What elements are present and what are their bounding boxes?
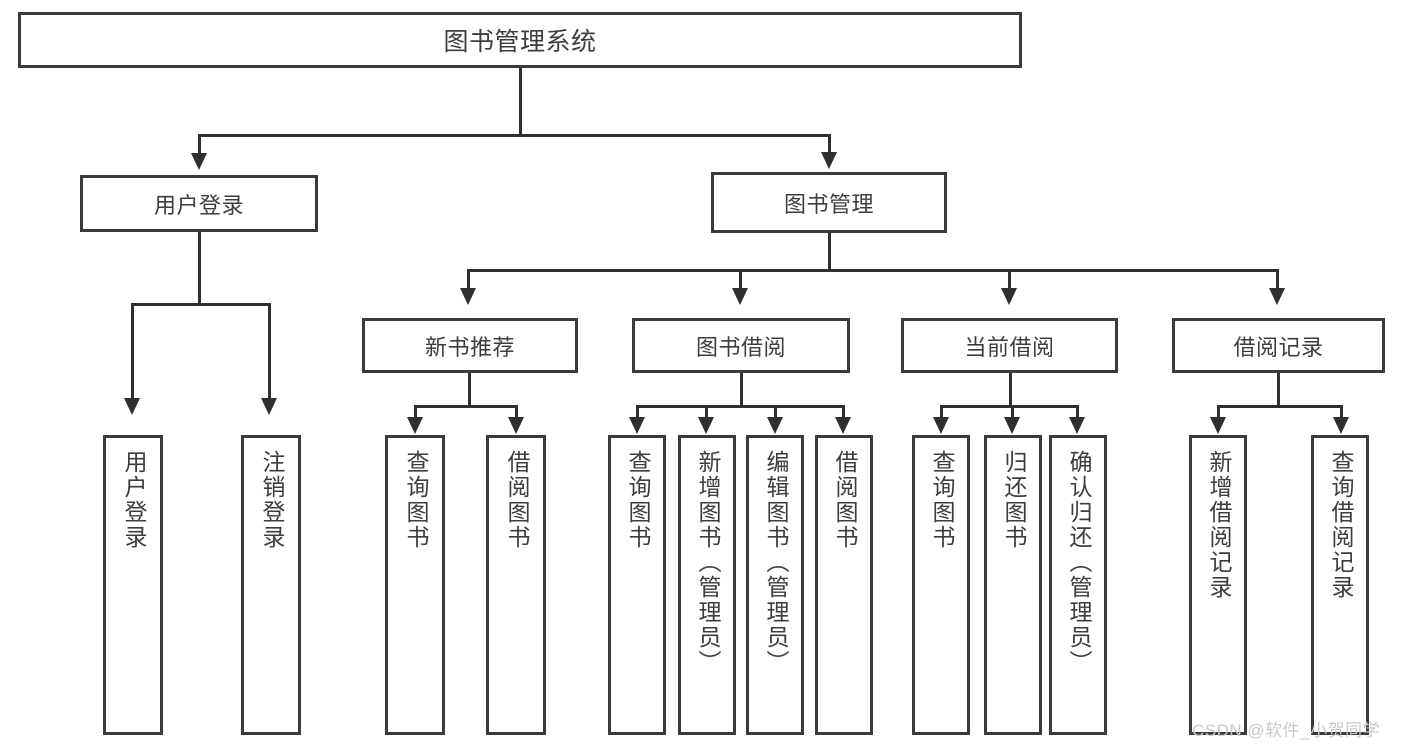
connector-borrow-record-trunk (1277, 373, 1280, 407)
arrow-br-to-leaf-1 (1333, 417, 1349, 434)
connector-user-login-bus (131, 303, 270, 306)
node-label: 查询图书 (402, 450, 429, 550)
connector-current-borrow-trunk (1009, 373, 1012, 407)
node-leaf-return-book[interactable]: 归还图书 (984, 435, 1042, 735)
connector-cb-to-leaf-0 (940, 405, 943, 420)
connector-nbr-to-leaf-1 (515, 405, 518, 420)
connector-cb-to-leaf-2 (1076, 405, 1079, 420)
node-leaf-query-book-cb[interactable]: 查询图书 (912, 435, 970, 735)
node-label: 新增借阅记录 (1205, 450, 1232, 600)
connector-book-borrow-trunk (740, 373, 743, 407)
node-label: 借阅图书 (503, 450, 530, 550)
node-label: 用户登录 (153, 192, 244, 218)
arrow-bb-to-leaf-0 (629, 417, 645, 434)
node-book-management[interactable]: 图书管理 (711, 172, 947, 233)
connector-bb-to-leaf-3 (842, 405, 845, 420)
node-leaf-edit-book-admin[interactable]: 编辑图书（管理员） (746, 435, 804, 735)
connector-level2-bus (467, 269, 1279, 272)
node-book-borrow[interactable]: 图书借阅 (632, 318, 850, 373)
connector-new-book-recommend-trunk (468, 373, 471, 407)
node-leaf-user-login[interactable]: 用户登录 (103, 435, 163, 735)
arrow-bus-to-current-borrow (1001, 288, 1017, 305)
node-label: 图书管理系统 (443, 28, 597, 56)
node-root-book-management-system[interactable]: 图书管理系统 (18, 12, 1022, 68)
node-label: 当前借阅 (964, 334, 1055, 360)
node-label: 编辑图书（管理员） (762, 450, 789, 675)
arrow-bus-to-borrow-record (1269, 288, 1285, 305)
connector-bus-to-borrow-record (1276, 269, 1279, 291)
connector-br-to-leaf-0 (1217, 405, 1220, 420)
node-leaf-confirm-return-admin[interactable]: 确认归还（管理员） (1049, 435, 1107, 735)
connector-root-to-book-management (828, 134, 831, 156)
connector-bus-to-new-book-recommend (467, 269, 470, 291)
connector-user-login-to-leaf-1 (268, 303, 271, 401)
arrow-nbr-to-leaf-0 (407, 417, 423, 434)
node-label: 借阅记录 (1233, 334, 1324, 360)
connector-user-login-to-leaf-0 (131, 303, 134, 401)
arrow-cb-to-leaf-2 (1069, 417, 1085, 434)
arrow-user-login-to-leaf-0 (124, 398, 140, 415)
node-label: 查询借阅记录 (1327, 450, 1354, 600)
node-leaf-add-book-admin[interactable]: 新增图书（管理员） (678, 435, 736, 735)
node-current-borrow[interactable]: 当前借阅 (901, 318, 1118, 373)
connector-root-bus (198, 134, 831, 137)
node-label: 新书推荐 (424, 334, 515, 360)
connector-book-borrow-bus (636, 405, 844, 408)
node-leaf-borrow-book-bb[interactable]: 借阅图书 (815, 435, 873, 735)
connector-borrow-record-bus (1217, 405, 1343, 408)
node-label: 查询图书 (928, 450, 955, 550)
arrow-nbr-to-leaf-1 (508, 417, 524, 434)
connector-book-management-trunk (828, 233, 831, 271)
connector-bb-to-leaf-2 (774, 405, 777, 420)
node-label: 注销登录 (258, 450, 285, 550)
connector-nbr-to-leaf-0 (414, 405, 417, 420)
connector-current-borrow-bus (940, 405, 1078, 408)
node-leaf-borrow-book-nbr[interactable]: 借阅图书 (486, 435, 546, 735)
node-label: 新增图书（管理员） (694, 450, 721, 675)
node-leaf-query-book-bb[interactable]: 查询图书 (608, 435, 666, 735)
node-leaf-query-book-nbr[interactable]: 查询图书 (385, 435, 445, 735)
node-leaf-query-borrow-record[interactable]: 查询借阅记录 (1311, 435, 1369, 735)
arrow-cb-to-leaf-1 (1004, 417, 1020, 434)
arrow-bb-to-leaf-1 (698, 417, 714, 434)
node-user-login[interactable]: 用户登录 (80, 175, 318, 232)
arrow-bb-to-leaf-3 (835, 417, 851, 434)
arrow-cb-to-leaf-0 (933, 417, 949, 434)
node-label: 用户登录 (120, 450, 147, 550)
arrow-root-to-user-login (191, 153, 207, 170)
arrow-user-login-to-leaf-1 (261, 398, 277, 415)
arrow-br-to-leaf-0 (1210, 417, 1226, 434)
node-leaf-logout[interactable]: 注销登录 (241, 435, 301, 735)
node-label: 借阅图书 (831, 450, 858, 550)
connector-br-to-leaf-1 (1340, 405, 1343, 420)
connector-bb-to-leaf-0 (636, 405, 639, 420)
arrow-bb-to-leaf-2 (767, 417, 783, 434)
arrow-bus-to-book-borrow (732, 288, 748, 305)
csdn-watermark: CSDN @软件_小贺同学 (1192, 721, 1381, 740)
node-label: 确认归还（管理员） (1065, 450, 1092, 675)
node-borrow-record[interactable]: 借阅记录 (1172, 318, 1385, 373)
node-leaf-add-borrow-record[interactable]: 新增借阅记录 (1189, 435, 1247, 735)
connector-new-book-recommend-bus (414, 405, 518, 408)
node-label: 查询图书 (624, 450, 651, 550)
connector-user-login-trunk (198, 232, 201, 305)
connector-bus-to-book-borrow (739, 269, 742, 291)
arrow-root-to-book-management (821, 152, 837, 169)
connector-root-trunk (519, 68, 522, 136)
node-label: 图书借阅 (695, 334, 786, 360)
connector-bb-to-leaf-1 (705, 405, 708, 420)
connector-bus-to-current-borrow (1008, 269, 1011, 291)
arrow-bus-to-new-book-recommend (460, 288, 476, 305)
node-new-book-recommend[interactable]: 新书推荐 (362, 318, 578, 373)
connector-root-to-user-login (198, 134, 201, 156)
connector-cb-to-leaf-1 (1011, 405, 1014, 420)
node-label: 图书管理 (783, 191, 874, 217)
node-label: 归还图书 (1000, 450, 1027, 550)
